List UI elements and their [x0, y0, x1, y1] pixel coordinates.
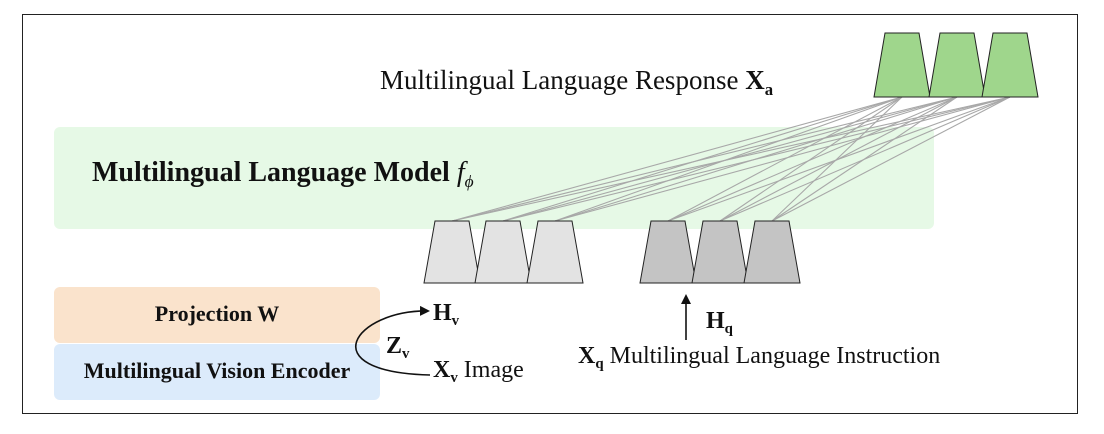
projection-arrow — [355, 305, 431, 376]
xq-label: Xq Multilingual Language Instruction — [578, 343, 940, 373]
zv-symbol: Z — [386, 333, 403, 359]
xv-subscript: v — [450, 370, 458, 387]
response-text: Multilingual Language Response — [380, 65, 746, 95]
instruction-token — [639, 220, 697, 284]
connection-line — [719, 96, 903, 222]
figure-frame — [22, 14, 1078, 414]
language-model-subscript: ϕ — [464, 172, 474, 192]
visual-token — [526, 220, 584, 284]
hv-subscript: v — [451, 313, 460, 330]
hv-label: Hv — [433, 300, 459, 330]
response-token — [873, 32, 931, 98]
projection-block: Projection W — [54, 287, 380, 343]
response-subscript: a — [764, 79, 774, 99]
visual-token — [423, 220, 481, 284]
connection-line — [502, 96, 903, 222]
connection-line — [554, 96, 903, 222]
xv-text: Image — [457, 357, 524, 383]
response-token — [981, 32, 1039, 98]
connection-line — [451, 96, 958, 222]
hq-label: Hq — [706, 308, 733, 338]
language-model-text: Multilingual Language Model — [92, 157, 457, 188]
token-layer — [423, 32, 1039, 284]
response-token — [928, 32, 986, 98]
vision-encoder-label: Multilingual Vision Encoder — [83, 358, 351, 383]
hv-symbol: H — [433, 300, 452, 326]
connection-line — [554, 96, 1011, 222]
zv-subscript: v — [402, 346, 410, 363]
hq-subscript: q — [724, 321, 733, 338]
language-model-symbol: f — [456, 157, 465, 188]
language-model-label: Multilingual Language Model fϕ — [92, 157, 474, 192]
xv-label: Xv Image — [433, 357, 524, 387]
connection-line — [719, 96, 958, 222]
vision-encoder-block: Multilingual Vision Encoder — [54, 344, 380, 400]
xq-text: Multilingual Language Instruction — [603, 343, 941, 369]
xq-symbol: X — [578, 343, 596, 369]
visual-token — [474, 220, 532, 284]
xv-symbol: X — [433, 357, 451, 383]
token-connections — [451, 96, 1011, 222]
connection-line — [771, 96, 903, 222]
response-symbol: X — [745, 65, 765, 95]
response-label: Multilingual Language Response Xa — [380, 65, 773, 100]
xq-subscript: q — [595, 356, 604, 373]
hq-symbol: H — [706, 308, 725, 334]
projection-label: Projection W — [154, 301, 280, 326]
connection-line — [554, 96, 958, 222]
instruction-token — [743, 220, 801, 284]
connection-line — [771, 96, 1011, 222]
zv-label: Zv — [386, 333, 409, 363]
connection-line — [771, 96, 958, 222]
connection-line — [667, 96, 903, 222]
connection-line — [451, 96, 903, 222]
instruction-token — [691, 220, 749, 284]
connection-line — [667, 96, 958, 222]
